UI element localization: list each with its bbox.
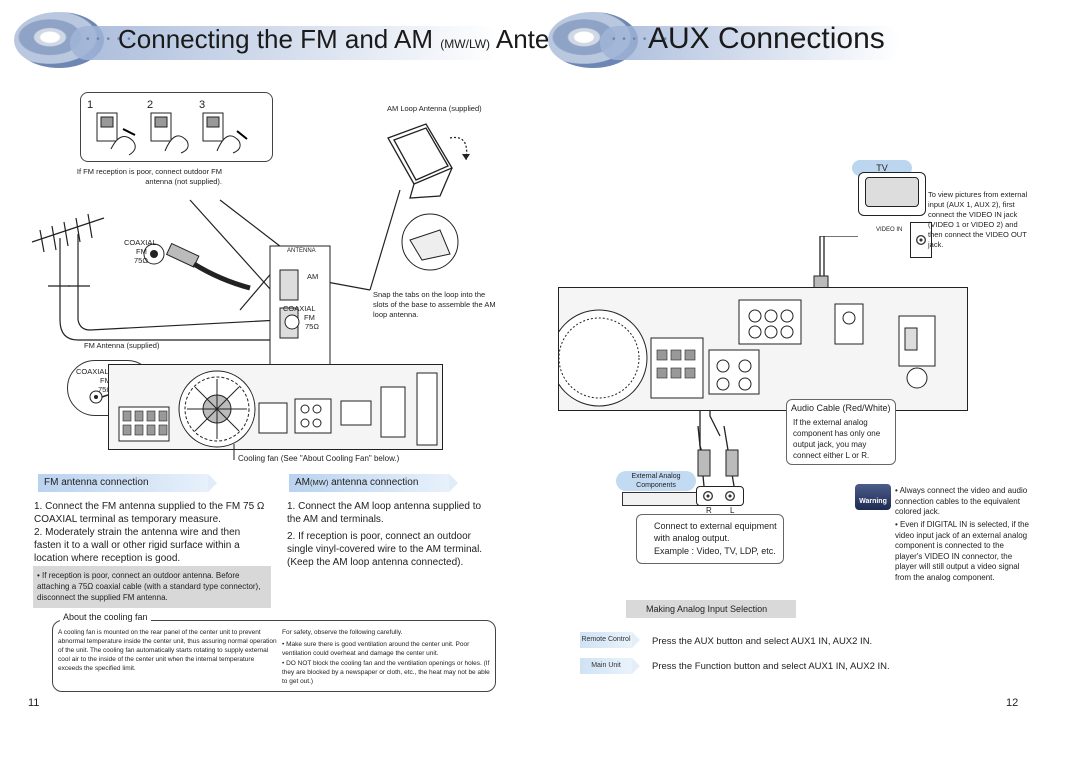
am-loop-label: AM Loop Antenna (supplied) [387, 104, 482, 113]
audio-cable-box: Audio Cable (Red/White) If the external … [786, 399, 896, 465]
external-jack-panel [696, 486, 744, 506]
l-output-jack [725, 491, 735, 501]
rear-panel-drawing [118, 370, 438, 448]
title-band [70, 26, 500, 60]
fm-poor-note: If FM reception is poor, connect outdoor… [76, 167, 222, 186]
fm-label-2: FM [304, 313, 315, 322]
external-device [622, 492, 700, 506]
making-selection-heading: Making Analog Input Selection [626, 600, 796, 618]
ohm-label-3: 75Ω [98, 385, 112, 394]
fm-step-2: 2. Moderately strain the antenna wire an… [34, 527, 241, 564]
main-unit-text: Press the Function button and select AUX… [652, 661, 890, 672]
terminal-clips-illustration [96, 112, 248, 156]
fm-note-box: • If reception is poor, connect an outdo… [33, 566, 271, 608]
am-loop-antenna-illustration [387, 123, 470, 199]
safety-item-1: • Make sure there is good ventilation ar… [282, 641, 470, 657]
fm-step-1: 1. Connect the FM antenna supplied to th… [34, 501, 265, 525]
tv-body [858, 172, 926, 216]
page-title: Connecting the FM and AM (MW/LW) Antenna… [118, 24, 606, 55]
fm-label-1: FM [136, 247, 147, 256]
left-page: • • • • • • Connecting the FM and AM (MW… [14, 12, 606, 709]
tv-note: To view pictures from external input (AU… [928, 190, 1028, 249]
external-analog-tag: External Analog Components [616, 471, 696, 491]
cooling-fan-label: Cooling fan (See "About Cooling Fan" bel… [238, 454, 400, 463]
coaxial-label-1: COAXIAL [124, 238, 157, 247]
rear-panel-right [550, 287, 968, 411]
warning-icon [855, 484, 891, 510]
warning-item-1: • Always connect the video and audio con… [895, 486, 1028, 516]
safety-intro: For safety, observe the following carefu… [282, 629, 403, 636]
am-terminal-label: AM [307, 272, 319, 281]
page-number-right: 12 [1006, 697, 1019, 709]
cooling-fan-box [52, 620, 496, 692]
step-1-label: 1 [87, 99, 94, 111]
right-page: • • • • • • AUX Connections TV VIDEO IN … [540, 0, 1080, 763]
cooling-fan-pointer [233, 444, 235, 460]
r-output-jack [703, 491, 713, 501]
main-unit-tag: Main Unit [580, 658, 640, 674]
tv-screen [865, 177, 919, 207]
warning-label: Warning [859, 498, 887, 505]
title-main: Connecting the FM and AM [118, 24, 434, 54]
snap-tabs-note: Snap the tabs on the loop into the slots… [373, 290, 496, 319]
antenna-terminal-label: ANTENNA [287, 248, 316, 254]
coaxial-label-3: COAXIAL [76, 367, 109, 376]
fm-note-text: • If reception is poor, connect an outdo… [37, 571, 261, 602]
page-title-right: AUX Connections [648, 22, 885, 55]
remote-control-tag: Remote Control [580, 632, 640, 648]
step-2-label: 2 [147, 99, 154, 111]
am-step-2: 2. If reception is poor, connect an outd… [287, 531, 483, 568]
tv-video-in-jack [916, 235, 926, 245]
rear-panel-right-drawing [550, 299, 936, 407]
fm-label-3: FM [100, 376, 111, 385]
am-antenna-connection-heading: AM(MW) antenna connection [289, 474, 458, 492]
step-illustration-frame: 1 2 3 [80, 92, 273, 162]
connect-note: Connect to external equipment with analo… [654, 521, 777, 543]
safety-item-2: • DO NOT block the cooling fan and the v… [282, 660, 490, 685]
step-3-label: 3 [199, 99, 206, 111]
audio-cable-note: If the external analog component has onl… [793, 418, 881, 460]
page-number-left: 11 [28, 697, 40, 709]
dots-decoration: • • • • • • [86, 34, 143, 45]
antenna-wiring-diagram [31, 190, 459, 367]
coaxial-label-2: COAXIAL [283, 304, 316, 313]
cooling-fan-heading: About the cooling fan [60, 612, 151, 622]
ohm-label-2: 75Ω [305, 322, 319, 331]
title-paren: (MW/LW) [440, 37, 491, 51]
warning-item-2: • Even if DIGITAL IN is selected, if the… [895, 520, 1029, 582]
r-label: R [706, 506, 712, 515]
ohm-label-1: 75Ω [134, 256, 148, 265]
fm-antenna-connection-heading: FM antenna connection [38, 474, 217, 492]
example-note: Example : Video, TV, LDP, etc. [654, 546, 776, 556]
audio-cable-label: Audio Cable (Red/White) [791, 403, 891, 413]
remote-control-text: Press the AUX button and select AUX1 IN,… [652, 636, 873, 647]
am-step-1: 1. Connect the AM loop antenna supplied … [287, 501, 482, 525]
tv-jack-panel [910, 222, 932, 258]
center-unit-rear-panel [108, 364, 443, 450]
l-label: L [730, 506, 735, 515]
dots-decoration-right: • • • • • • [612, 34, 669, 45]
cooling-fan-text: A cooling fan is mounted on the rear pan… [58, 629, 277, 672]
external-note-frame [636, 514, 784, 564]
title-band-right [600, 26, 900, 60]
fm-antenna-supplied-label: FM Antenna (supplied) [84, 341, 160, 350]
video-in-label: VIDEO IN [876, 227, 903, 233]
